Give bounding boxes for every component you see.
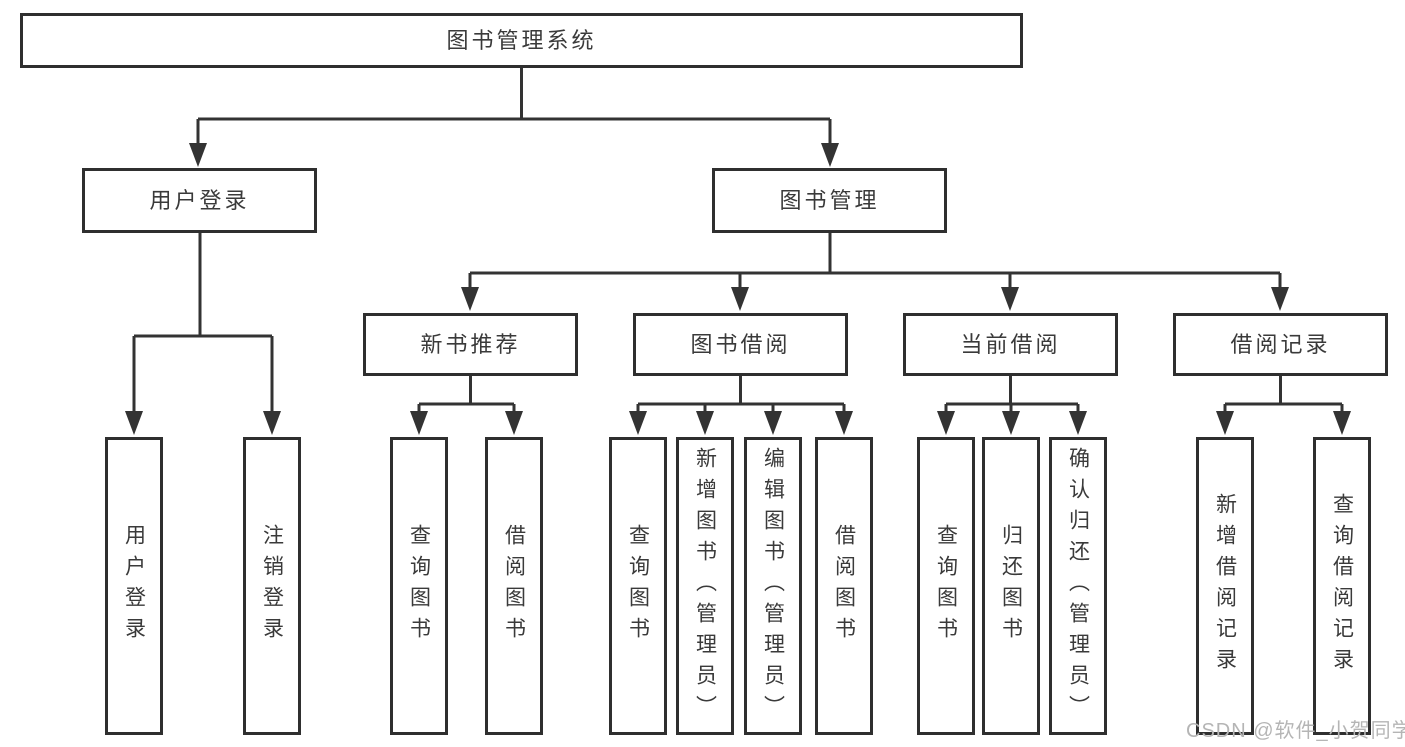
connector-path: [132, 68, 1344, 414]
arrowhead-icon: [696, 411, 714, 435]
arrowhead-icon: [835, 411, 853, 435]
arrowhead-icon: [125, 411, 143, 435]
leaf-borrowing-search-books: 查询图书: [609, 437, 667, 735]
node-borrowing-records: 借阅记录: [1173, 313, 1388, 376]
leaf-user-login: 用户登录: [105, 437, 163, 735]
leaf-label: 新增借阅记录: [1213, 493, 1237, 679]
leaf-edit-books-admin: 编辑图书（管理员）: [744, 437, 802, 735]
arrowhead-icon: [1069, 411, 1087, 435]
arrowhead-icon: [189, 143, 207, 167]
node-label: 借阅记录: [1230, 331, 1331, 357]
leaf-add-borrow-record: 新增借阅记录: [1196, 437, 1254, 735]
leaf-add-books-admin: 新增图书（管理员）: [676, 437, 734, 735]
arrowhead-icon: [505, 411, 523, 435]
node-library-system: 图书管理系统: [20, 13, 1023, 68]
leaf-label: 用户登录: [122, 524, 146, 648]
node-book-borrowing: 图书借阅: [633, 313, 848, 376]
arrowhead-icon: [629, 411, 647, 435]
leaf-label: 确认归还（管理员）: [1066, 446, 1090, 726]
arrowhead-icon: [1001, 287, 1019, 311]
node-label: 图书管理系统: [446, 27, 597, 53]
node-label: 图书管理: [779, 187, 880, 213]
arrowhead-icon: [1002, 411, 1020, 435]
arrowhead-icon: [263, 411, 281, 435]
leaf-label: 借阅图书: [502, 524, 526, 648]
arrowheads-group: [125, 143, 1351, 435]
arrowhead-icon: [410, 411, 428, 435]
leaf-search-borrow-record: 查询借阅记录: [1313, 437, 1371, 735]
node-user-login: 用户登录: [82, 168, 317, 233]
leaf-label: 新增图书（管理员）: [693, 446, 717, 726]
leaf-current-search-books: 查询图书: [917, 437, 975, 735]
leaf-label: 查询图书: [626, 524, 650, 648]
leaf-label: 编辑图书（管理员）: [761, 446, 785, 726]
arrowhead-icon: [1216, 411, 1234, 435]
leaf-search-books: 查询图书: [390, 437, 448, 735]
leaf-logout: 注销登录: [243, 437, 301, 735]
leaf-label: 查询图书: [934, 524, 958, 648]
arrowhead-icon: [821, 143, 839, 167]
arrowhead-icon: [764, 411, 782, 435]
node-current-borrowing: 当前借阅: [903, 313, 1118, 376]
arrowhead-icon: [461, 287, 479, 311]
leaf-label: 借阅图书: [832, 524, 856, 648]
node-label: 新书推荐: [420, 331, 521, 357]
leaf-label: 查询图书: [407, 524, 431, 648]
node-book-management: 图书管理: [712, 168, 947, 233]
node-label: 当前借阅: [960, 331, 1061, 357]
arrowhead-icon: [1271, 287, 1289, 311]
leaf-label: 注销登录: [260, 524, 284, 648]
leaf-borrow-books: 借阅图书: [485, 437, 543, 735]
arrowhead-icon: [731, 287, 749, 311]
node-new-book-recommendation: 新书推荐: [363, 313, 578, 376]
node-label: 用户登录: [149, 187, 250, 213]
arrowhead-icon: [1333, 411, 1351, 435]
leaf-return-books: 归还图书: [982, 437, 1040, 735]
leaf-borrowing-borrow-books: 借阅图书: [815, 437, 873, 735]
leaf-label: 查询借阅记录: [1330, 493, 1354, 679]
node-label: 图书借阅: [690, 331, 791, 357]
leaf-label: 归还图书: [999, 524, 1023, 648]
arrowhead-icon: [937, 411, 955, 435]
leaf-confirm-return-admin: 确认归还（管理员）: [1049, 437, 1107, 735]
